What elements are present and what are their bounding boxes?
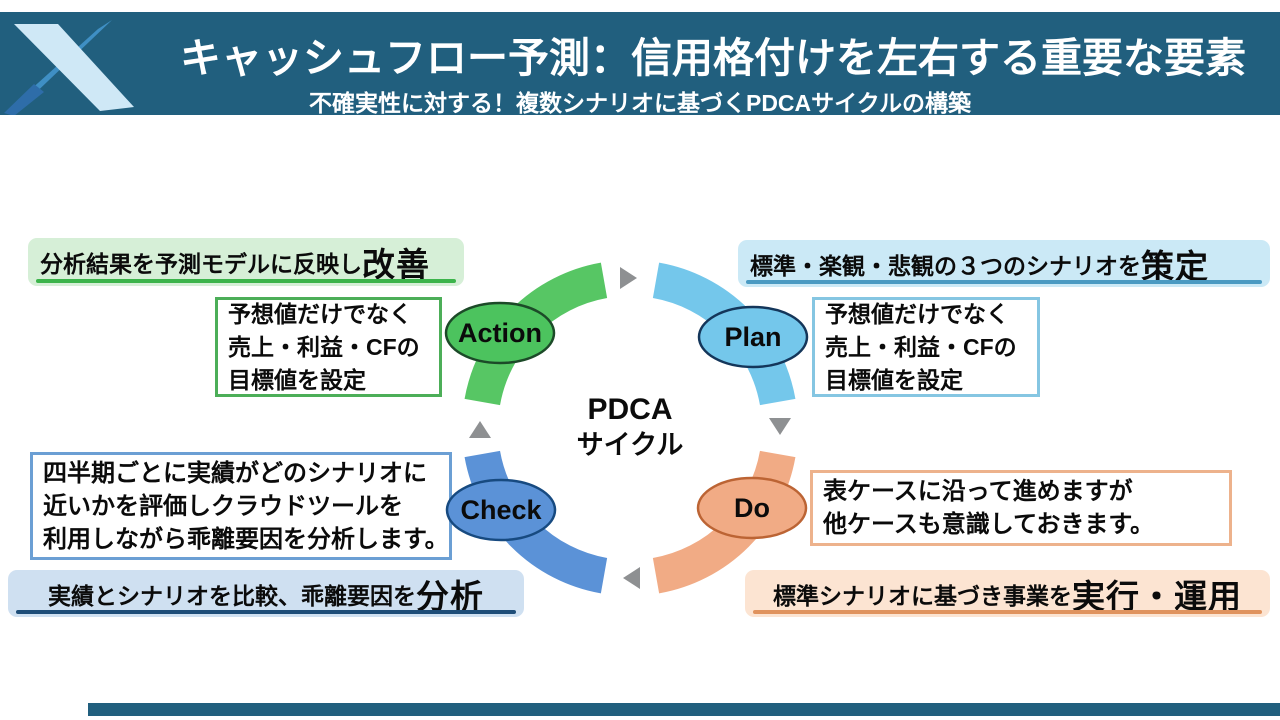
slide-title: キャッシュフロー予測：信用格付けを左右する重要な要素 [180,35,1246,81]
ribbon-do-emphasis: 実行・運用 [1072,577,1242,615]
node-ellipse-action [444,301,556,365]
cycle-center-line1: PDCA [587,393,672,426]
arrow-bottom-icon [623,567,640,589]
note-check: 四半期ごとに実績がどのシナリオに 近いかを評価しクラウドツールを 利用しながら乖… [30,452,452,560]
ribbon-action: 分析結果を予測モデルに反映し改善 [28,238,464,286]
note-line: 目標値を設定 [825,366,963,393]
note-line: 売上・利益・CFの [228,333,420,360]
ribbon-action-emphasis: 改善 [362,246,430,283]
pdca-cycle-diagram: Action Plan Check Do PDCA サイクル [444,262,809,594]
note-line: 利用しながら乖離要因を分析します。 [43,525,449,553]
ribbon-plan-emphasis: 策定 [1141,247,1209,285]
node-label-check: Check [460,495,542,525]
note-line: 予想値だけでなく [228,300,412,327]
ribbon-plan: 標準・楽観・悲観の３つのシナリオを策定 [738,240,1270,287]
header-bar: キャッシュフロー予測：信用格付けを左右する重要な要素 不確実性に対する！複数シナ… [0,12,1280,116]
ribbon-check-emphasis: 分析 [416,577,484,615]
ribbon-action-text: 分析結果を予測モデルに反映し [40,251,362,277]
node-ellipse-do [696,476,808,540]
node-label-do: Do [734,493,770,523]
footer-bar [88,703,1280,716]
node-label-plan: Plan [724,322,781,352]
note-line: 表ケースに沿って進めますが [823,478,1133,505]
ribbon-check-text: 実績とシナリオを比較、乖離要因を [48,582,416,609]
ribbon-check: 実績とシナリオを比較、乖離要因を分析 [8,570,524,617]
node-ellipse-plan [697,305,809,369]
arrow-left-icon [469,421,491,438]
ribbon-plan-text: 標準・楽観・悲観の３つのシナリオを [750,252,1141,279]
note-line: 四半期ごとに実績がどのシナリオに [43,459,427,487]
ribbon-do: 標準シナリオに基づき事業を実行・運用 [745,570,1270,617]
note-line: 近いかを評価しクラウドツールを [43,492,403,520]
logo-icon [4,20,134,115]
ribbon-do-underline [753,610,1262,614]
arrow-top-icon [620,267,637,289]
slide-subtitle: 不確実性に対する！複数シナリオに基づくPDCAサイクルの構築 [308,90,972,116]
ribbon-do-text: 標準シナリオに基づき事業を [773,582,1072,609]
note-line: 売上・利益・CFの [825,333,1017,360]
ribbon-check-underline [16,610,516,614]
node-ellipse-check [445,478,557,542]
note-line: 目標値を設定 [228,366,366,393]
arrow-right-icon [769,418,791,435]
note-line: 他ケースも意識しておきます。 [823,511,1154,538]
note-do: 表ケースに沿って進めますが 他ケースも意識しておきます。 [810,470,1232,546]
ribbon-plan-underline [746,280,1262,284]
cycle-center-line2: サイクル [577,430,684,460]
note-action: 予想値だけでなく 売上・利益・CFの 目標値を設定 [215,297,442,397]
node-label-action: Action [458,318,542,348]
note-line: 予想値だけでなく [825,300,1009,327]
note-plan: 予想値だけでなく 売上・利益・CFの 目標値を設定 [812,297,1040,397]
ribbon-action-underline [36,279,456,283]
